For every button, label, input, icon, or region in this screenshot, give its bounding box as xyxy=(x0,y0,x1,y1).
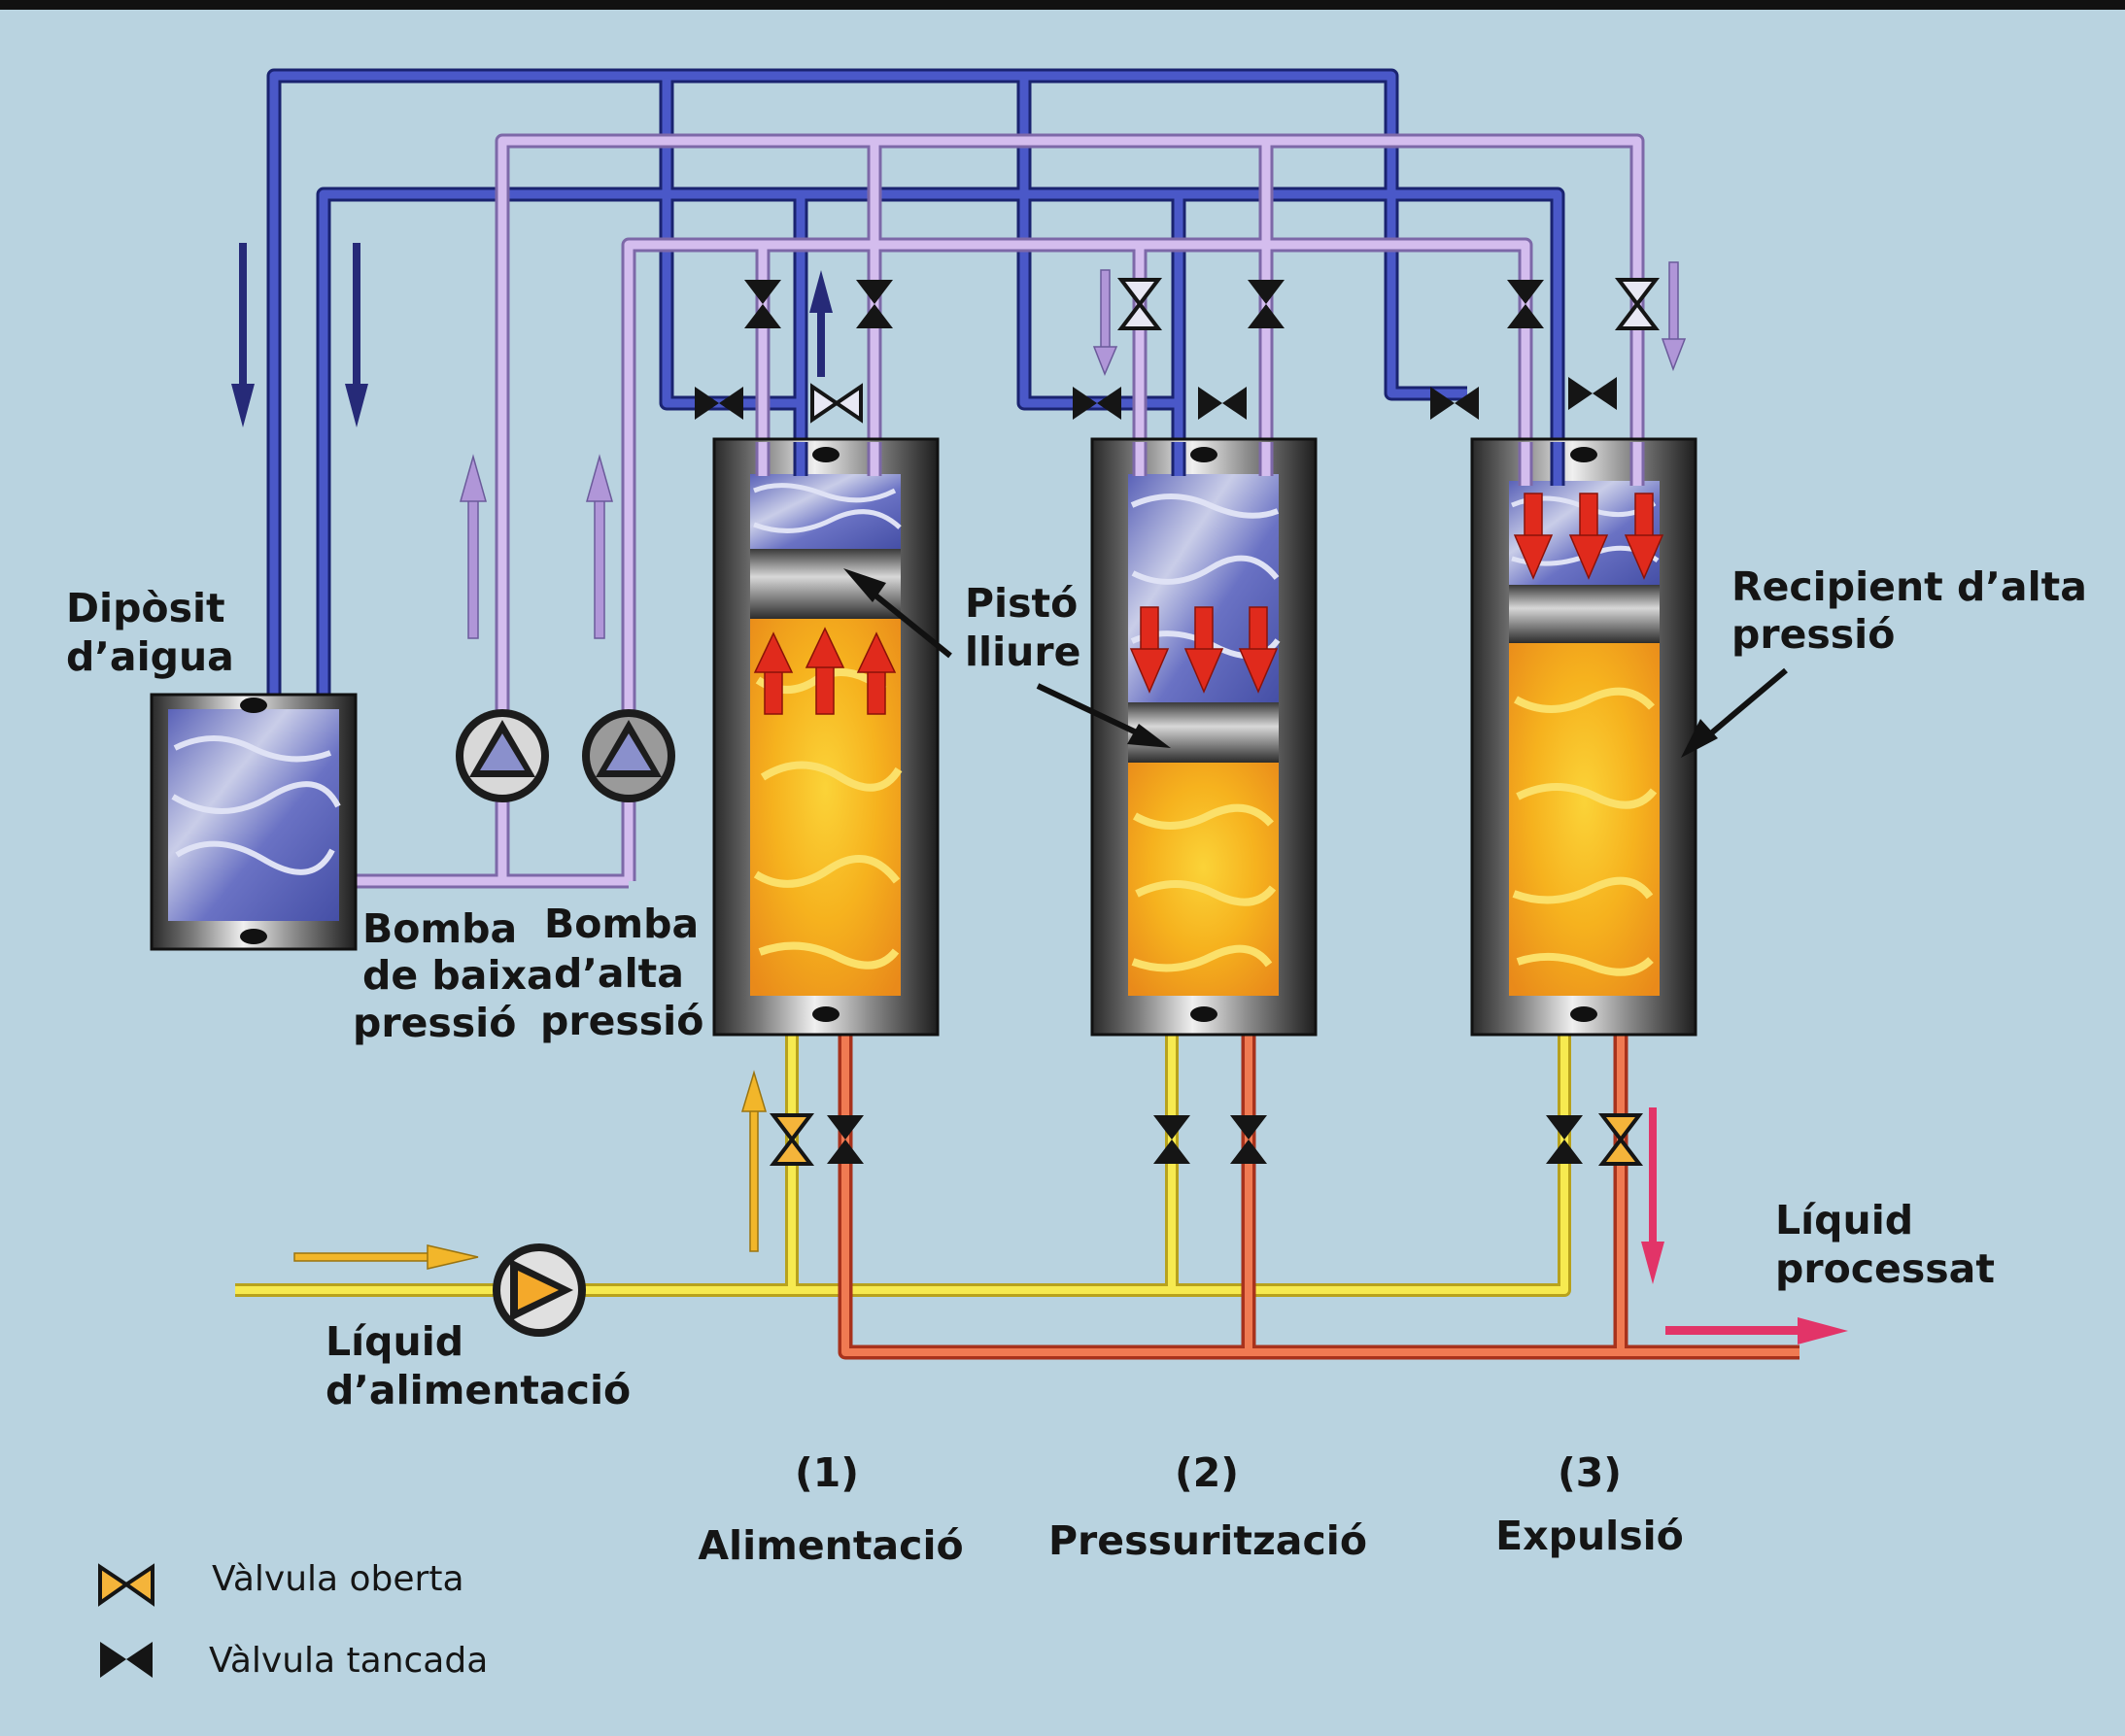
low-pump-label-2: de baixa xyxy=(362,952,554,999)
free-piston-label-1: Pistó xyxy=(965,580,1078,627)
high-pump-label-3: pressió xyxy=(540,998,703,1044)
processed-label-2: processat xyxy=(1775,1245,1995,1292)
flow-arrows xyxy=(231,243,1848,1345)
stage-2-number: (2) xyxy=(1175,1449,1239,1496)
legend-open-label: Vàlvula oberta xyxy=(212,1559,464,1599)
legend-closed-valve-icon xyxy=(100,1642,153,1678)
vessel-inlets xyxy=(755,442,1645,486)
feed-label-1: Líquid xyxy=(326,1318,463,1365)
legend: Vàlvula oberta Vàlvula tancada xyxy=(98,1559,488,1681)
stage-1-number: (1) xyxy=(795,1449,859,1496)
high-pump-label-1: Bomba xyxy=(544,901,699,947)
top-border xyxy=(0,0,2125,10)
open-valves-liquid xyxy=(769,1113,1644,1166)
high-pressure-pump xyxy=(582,709,675,802)
low-pressure-pump xyxy=(456,709,549,802)
vessel-label-2: pressió xyxy=(1731,611,1895,658)
legend-open-valve-icon xyxy=(98,1563,154,1607)
vessel-3 xyxy=(1470,437,1697,1037)
vessel-label-1: Recipient d’alta xyxy=(1731,563,2087,610)
stage-2-name: Pressurització xyxy=(1048,1517,1367,1564)
stage-3-name: Expulsió xyxy=(1495,1513,1684,1559)
stage-3-number: (3) xyxy=(1558,1449,1622,1496)
low-pump-label-1: Bomba xyxy=(362,905,517,952)
free-piston-label-2: lliure xyxy=(965,629,1080,675)
legend-closed-label: Vàlvula tancada xyxy=(209,1641,488,1681)
water-tank-label-1: Dipòsit xyxy=(66,585,225,631)
water-tank-label-2: d’aigua xyxy=(66,633,234,680)
high-pump-label-2: d’alta xyxy=(554,950,684,997)
water-tank xyxy=(150,693,358,951)
feed-label-2: d’alimentació xyxy=(326,1367,631,1413)
closed-valves xyxy=(695,280,1617,1164)
vessel-1 xyxy=(712,437,940,1037)
processed-label-1: Líquid xyxy=(1775,1197,1913,1243)
leader-lines xyxy=(843,568,1788,758)
low-pump-label-3: pressió xyxy=(353,1000,516,1046)
labels: Dipòsit d’aigua Bomba de baixa pressió B… xyxy=(66,563,2087,1569)
open-valves-gas xyxy=(810,278,1661,424)
stage-1-name: Alimentació xyxy=(698,1522,963,1569)
feed-pump xyxy=(493,1243,586,1337)
vessel-2 xyxy=(1090,437,1318,1037)
